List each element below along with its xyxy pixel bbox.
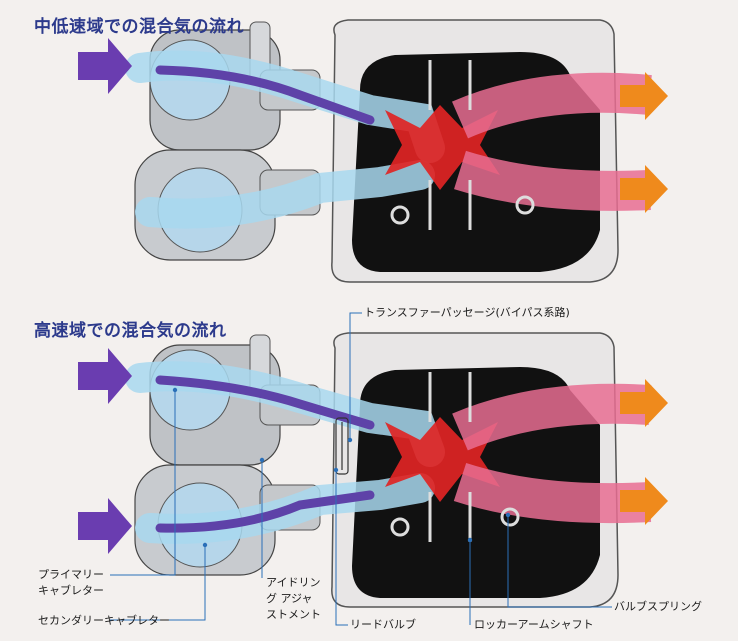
label-valve-spring: バルブスプリング <box>614 600 702 613</box>
label-rocker-arm-shaft: ロッカーアームシャフト <box>474 618 594 631</box>
label-idle-adjustment-line2: グ アジャ <box>266 592 313 605</box>
exhaust-arrow-upper-bottom <box>620 379 668 427</box>
intake-core-lower-bottom <box>155 490 375 533</box>
rocker-mechanism-bottom <box>390 372 520 542</box>
intake-arrow-lower-bottom <box>78 498 132 554</box>
reed-valve <box>335 417 349 475</box>
top-panel-title: 中低速域での混合気の流れ <box>34 17 244 37</box>
label-secondary-carburetor: セカンダリーキャブレター <box>38 614 170 627</box>
exhaust-arrow-lower-bottom <box>620 477 668 525</box>
rocker-mechanism-top <box>390 60 535 230</box>
intake-core-upper-bottom <box>155 375 375 430</box>
exhaust-arrow-upper-top <box>620 72 668 120</box>
bottom-panel <box>78 312 668 626</box>
label-transfer-passage: トランスファーパッセージ(バイパス系路) <box>364 306 570 319</box>
callout-lines <box>110 312 612 626</box>
label-idle-adjustment-line1: アイドリン <box>266 576 321 589</box>
intake-core-upper-top <box>155 65 375 125</box>
intake-arrow-top <box>78 38 132 94</box>
intake-flow-lower-top <box>135 160 435 229</box>
bottom-panel-title: 高速域での混合気の流れ <box>34 321 227 341</box>
intake-arrow-upper-bottom <box>78 348 132 404</box>
label-reed-valve: リードバルブ <box>350 618 416 631</box>
label-idle-adjustment-line3: ストメント <box>266 608 321 621</box>
top-panel <box>78 19 668 283</box>
label-primary-carburetor-line2: キャブレター <box>38 584 104 597</box>
exhaust-arrow-lower-top <box>620 165 668 213</box>
label-primary-carburetor-line1: プライマリー <box>38 568 104 581</box>
